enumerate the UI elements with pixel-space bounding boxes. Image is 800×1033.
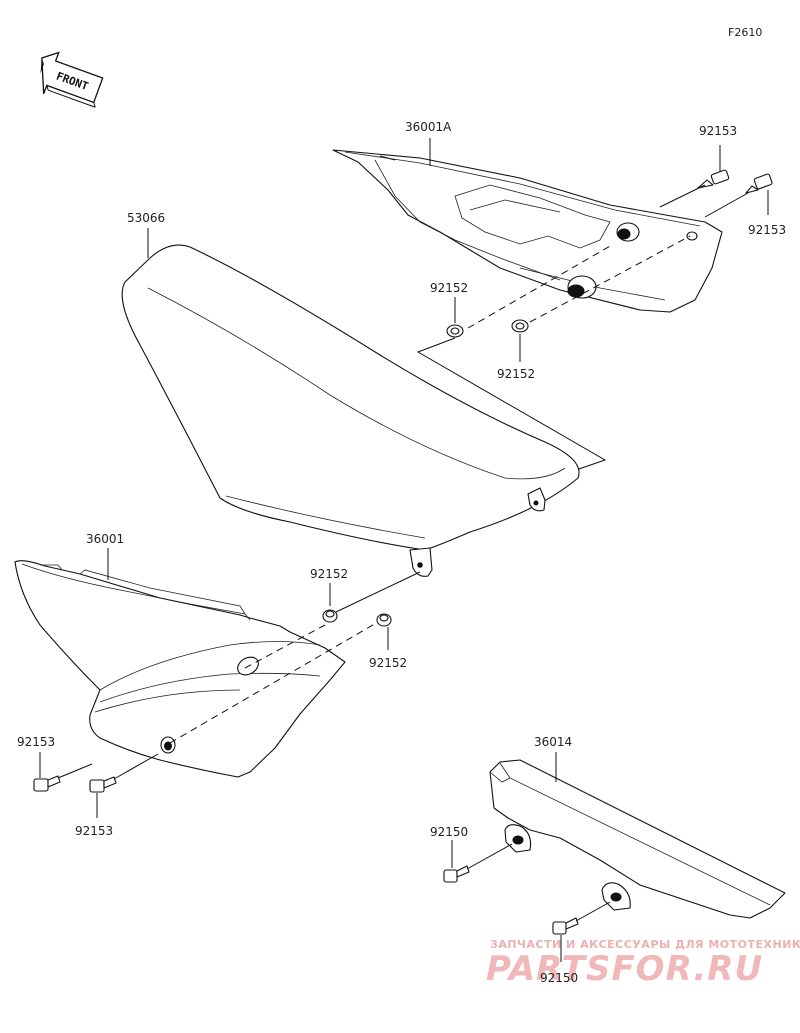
label-36001: 36001 [86,532,124,546]
side-cover-left [14,560,346,778]
figure-ref: F2610 [728,26,762,39]
cover-right-grommet-lower [567,275,597,299]
bolt-chain-2 [552,901,611,935]
damper-right-cover [511,319,529,333]
label-92153-right-2: 92153 [748,223,786,237]
bolt-left-1 [33,763,93,792]
label-53066: 53066 [127,211,165,225]
bolt-right-1 [659,145,730,208]
bolt-chain-1 [443,843,513,883]
label-92152-upper-left: 92152 [430,281,468,295]
label-92152-upper-right: 92152 [497,367,535,381]
bolt-right-2 [704,173,773,218]
label-92153-right-1: 92153 [699,124,737,138]
cover-right-pin [686,231,698,241]
label-92150-1: 92150 [430,825,468,839]
damper-left-cover [376,613,392,627]
front-arrow-icon: FRONT [40,51,104,108]
label-92153-left-2: 92153 [75,824,113,838]
bolt-left-2 [89,753,159,793]
damper-right-seat [446,324,464,338]
label-92153-left-1: 92153 [17,735,55,749]
side-cover-right [332,149,723,313]
watermark-tagline: ЗАПЧАСТИ И АКСЕССУАРЫ ДЛЯ МОТОТЕХНИКИ [490,938,800,951]
label-36014: 36014 [534,735,572,749]
label-36001A: 36001A [405,120,452,134]
watermark-brand: PARTSFOR.RU [486,949,763,989]
cover-left-grommet [160,736,176,754]
cover-right-grommet-upper [616,222,640,242]
chain-cover-bracket-rear [601,882,631,911]
damper-left-seat [322,609,338,623]
seat [121,244,580,577]
label-92152-lower-left: 92152 [310,567,348,581]
label-92152-lower-right: 92152 [369,656,407,670]
chain-cover [489,759,786,919]
label-92150-2: 92150 [540,971,578,985]
chain-cover-bracket-front [504,824,532,853]
